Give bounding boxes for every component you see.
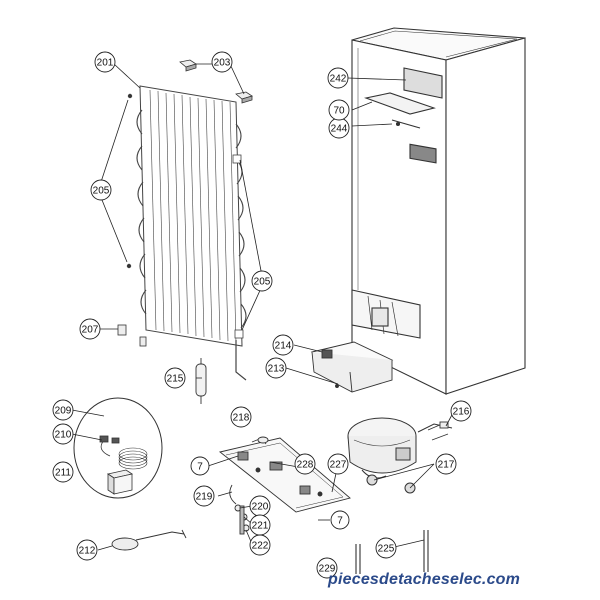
watermark-text: piecesdetacheselec.com — [327, 571, 520, 588]
compressor — [347, 417, 453, 494]
clip-207 — [117, 324, 147, 347]
callout-211: 211 — [52, 461, 74, 483]
rubber-pads — [179, 59, 253, 104]
callout-7-left-label: 7 — [197, 462, 203, 473]
callout-216: 216 — [450, 400, 472, 422]
callouts: 201 203 205 205 207 209 210 211 — [52, 51, 472, 579]
callout-214: 214 — [272, 334, 294, 356]
relay-clip — [427, 421, 449, 441]
callout-229: 229 — [316, 557, 338, 579]
fridge-cabinet — [351, 27, 526, 395]
callout-201-label: 201 — [97, 58, 114, 69]
callout-70-label: 70 — [333, 106, 345, 117]
callout-218: 218 — [230, 406, 252, 428]
callout-242: 242 — [327, 67, 349, 89]
callout-207-label: 207 — [82, 325, 99, 336]
callout-205-right: 205 — [251, 270, 273, 292]
callout-220-label: 220 — [252, 502, 269, 513]
callout-203: 203 — [211, 51, 233, 73]
callout-209-label: 209 — [55, 406, 72, 417]
leader-lines — [71, 63, 455, 551]
capillary-tube — [111, 529, 187, 551]
callout-205-right-label: 205 — [254, 277, 271, 288]
callout-221-label: 221 — [252, 521, 269, 532]
callout-7-right: 7 — [330, 510, 350, 530]
callout-220: 220 — [249, 495, 271, 517]
callout-205-left: 205 — [90, 179, 112, 201]
callout-216-label: 216 — [453, 407, 470, 418]
callout-210: 210 — [52, 423, 74, 445]
callout-214-label: 214 — [275, 341, 292, 352]
callout-209: 209 — [52, 399, 74, 421]
callout-212: 212 — [76, 539, 98, 561]
callout-70: 70 — [328, 99, 350, 121]
callout-212-label: 212 — [79, 546, 96, 557]
callout-217-label: 217 — [438, 460, 455, 471]
callout-211-label: 211 — [55, 468, 71, 479]
callout-221: 221 — [249, 514, 271, 536]
callout-218-label: 218 — [233, 413, 250, 424]
callout-215-label: 215 — [167, 374, 184, 385]
callout-215: 215 — [164, 367, 186, 389]
callout-222-label: 222 — [252, 541, 269, 552]
drip-tray — [310, 341, 394, 393]
callout-207: 207 — [79, 318, 101, 340]
callout-244: 244 — [328, 117, 350, 139]
rods — [355, 530, 429, 574]
condenser-coil — [126, 85, 247, 381]
callout-201: 201 — [94, 51, 116, 73]
accessory-bag — [73, 397, 163, 499]
callout-213-label: 213 — [268, 364, 285, 375]
small-hardware — [229, 484, 250, 535]
watermark: piecesdetacheselec.com — [327, 571, 520, 588]
callout-213: 213 — [265, 357, 287, 379]
callout-210-label: 210 — [55, 430, 72, 441]
callout-205-left-label: 205 — [93, 186, 110, 197]
callout-244-label: 244 — [331, 124, 348, 135]
callout-227-label: 227 — [330, 460, 347, 471]
callout-225-label: 225 — [378, 544, 395, 555]
callout-242-label: 242 — [330, 74, 347, 85]
callout-219: 219 — [193, 485, 215, 507]
callout-203-label: 203 — [214, 58, 231, 69]
callout-228: 228 — [294, 453, 316, 475]
callout-217: 217 — [435, 453, 457, 475]
compressor-base-plate — [218, 436, 351, 513]
callout-7-left: 7 — [190, 456, 210, 476]
callout-219-label: 219 — [196, 492, 213, 503]
dryer-filter — [195, 358, 207, 404]
callout-228-label: 228 — [297, 460, 314, 471]
callout-7-right-label: 7 — [337, 516, 343, 527]
callout-222: 222 — [249, 534, 271, 556]
callout-227: 227 — [327, 453, 349, 475]
callout-229-label: 229 — [319, 564, 336, 575]
callout-225: 225 — [375, 537, 397, 559]
